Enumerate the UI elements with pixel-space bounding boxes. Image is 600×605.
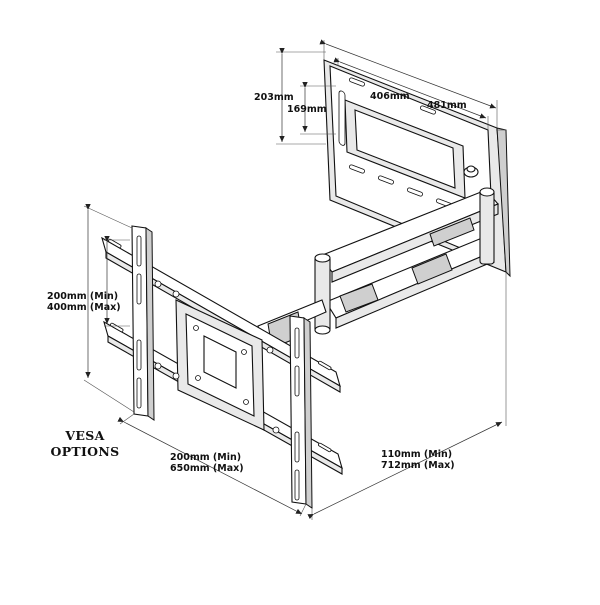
wall-plate-height-outer-label: 203mm [254, 92, 294, 103]
extension-min-label: 110mm (Min) [381, 449, 453, 460]
vesa-horizontal-min-label: 200mm (Min) [170, 452, 242, 463]
wall-plate-width-outer-label: 481mm [427, 100, 467, 111]
articulating-arm [257, 187, 499, 349]
vesa-label-line1: VESA [65, 428, 105, 443]
vesa-horizontal-max-label: 650mm (Max) [170, 463, 244, 474]
vesa-label-line2: OPTIONS [50, 444, 120, 459]
vesa-vertical-max-label: 400mm (Max) [47, 302, 121, 313]
vesa-options-label: VESA OPTIONS [40, 428, 130, 460]
wall-plate-width-inner-label: 406mm [370, 91, 410, 102]
extension-max-label: 712mm (Max) [381, 460, 455, 471]
dimension-lines [83, 39, 507, 520]
wall-plate-height-inner-label: 169mm [287, 104, 327, 115]
vesa-vertical-min-label: 200mm (Min) [47, 291, 119, 302]
